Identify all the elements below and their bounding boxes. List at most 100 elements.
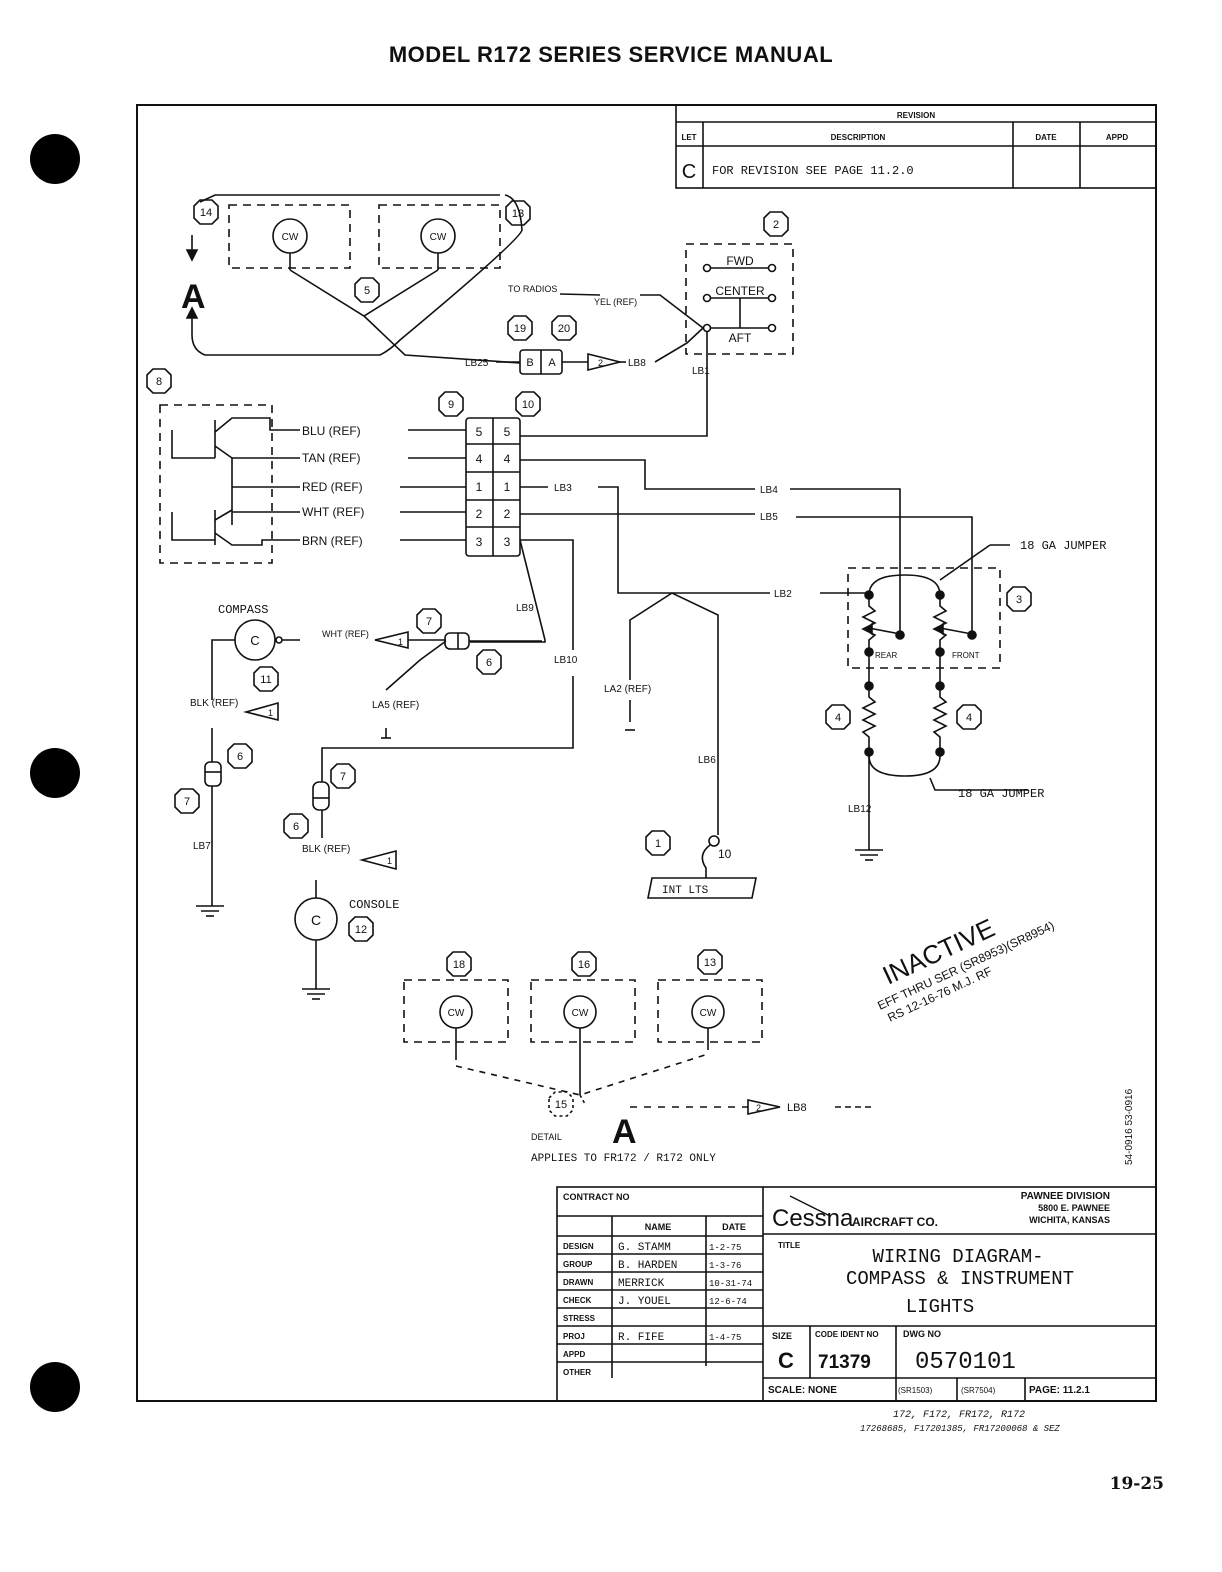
drawing-title-line2: COMPASS & INSTRUMENT — [846, 1268, 1074, 1290]
sign-date: 12-6-74 — [709, 1297, 747, 1307]
effectivity-footnote: 172, F172, FR172, R172 17268685, F172013… — [860, 1410, 1060, 1434]
wire-lb2: LB2 — [774, 589, 792, 600]
callout: 13 — [704, 957, 716, 969]
callout: 4 — [835, 712, 841, 724]
jumper-label-bottom: 18 GA JUMPER — [958, 787, 1044, 801]
sign-date: 1-2-75 — [709, 1243, 741, 1253]
lamp-label: CW — [430, 232, 447, 243]
terminal-block — [465, 417, 521, 557]
wire-labels: LB25 LB8 LB1 LB3 LB4 LB5 LB2 LB9 LB10 LA… — [193, 358, 872, 852]
front-label: FRONT — [952, 651, 980, 660]
revision-heading: REVISION — [897, 111, 935, 120]
callout: 3 — [1016, 594, 1022, 606]
plug-pin: B — [526, 357, 533, 369]
to-radios-label: TO RADIOS — [508, 284, 557, 294]
wire-lb8-detail: LB8 — [787, 1102, 807, 1114]
yel-ref-label: YEL (REF) — [594, 297, 637, 307]
note-flag: 1 — [268, 708, 273, 718]
dwg-no-label: DWG NO — [903, 1329, 941, 1339]
switch-aft: AFT — [729, 331, 752, 345]
note-flag: 2 — [598, 358, 603, 368]
revision-block: REVISION LET DESCRIPTION DATE APPD C FOR… — [675, 104, 1157, 189]
drawing-page: PAGE: 11.2.1 — [1029, 1385, 1090, 1396]
callout: 10 — [522, 399, 534, 411]
terminal-pin: 4 — [504, 452, 511, 466]
lamp-label: CW — [282, 232, 299, 243]
size-label: SIZE — [772, 1331, 792, 1341]
terminal-pin: 2 — [476, 507, 483, 521]
drawing-title-line3: LIGHTS — [906, 1296, 974, 1318]
footnote-line2: 17268685, F17201385, FR17200068 & SEZ — [860, 1424, 1060, 1434]
console-label: CONSOLE — [349, 898, 399, 912]
terminal-pin: 1 — [476, 480, 483, 494]
wht-ref-label: WHT (REF) — [322, 629, 369, 639]
wire-la5: LA5 (REF) — [372, 700, 419, 711]
note-flag: 2 — [756, 1103, 761, 1113]
blk-ref-label: BLK (REF) — [190, 698, 238, 709]
callout: 7 — [426, 616, 432, 628]
interior-lights — [647, 835, 757, 899]
callout: 9 — [448, 399, 454, 411]
terminal-pin: 3 — [504, 535, 511, 549]
signer-name: R. FIFE — [618, 1332, 665, 1344]
role-label: GROUP — [563, 1260, 593, 1269]
role-label: DESIGN — [563, 1242, 594, 1251]
terminal-pins: 5 4 1 2 3 5 4 1 2 3 — [476, 425, 511, 549]
console-blk-ref: BLK (REF) — [302, 844, 350, 855]
callout: 8 — [156, 376, 162, 388]
signer-name: J. YOUEL — [618, 1296, 671, 1308]
note-flag: 1 — [398, 637, 403, 647]
dimmer-wire: BRN (REF) — [302, 534, 363, 548]
division: PAWNEE DIVISION — [1021, 1191, 1110, 1202]
revision-col-appd: APPD — [1106, 133, 1128, 142]
callout: 1 — [655, 838, 661, 850]
company-logo: Cessna — [772, 1205, 854, 1232]
dwg-no-value: 0570101 — [915, 1349, 1016, 1376]
detail-a-marker: A — [181, 278, 206, 316]
revision-col-date: DATE — [1035, 133, 1057, 142]
switch-center: CENTER — [715, 284, 765, 298]
revision-col-let: LET — [681, 133, 696, 142]
terminal-pin: 5 — [504, 425, 511, 439]
lamp-label: CW — [572, 1008, 589, 1019]
revision-letter: C — [682, 161, 696, 183]
callout: 11 — [260, 674, 271, 686]
callout: 6 — [293, 821, 299, 833]
resistors — [861, 656, 1028, 850]
callout: 6 — [486, 657, 492, 669]
manual-title: MODEL R172 SERIES SERVICE MANUAL — [388, 42, 834, 67]
page-number: 19-25 — [1109, 1474, 1164, 1494]
detail-label: DETAIL — [531, 1132, 562, 1142]
serial-2: (SR7504) — [961, 1386, 996, 1395]
revision-col-desc: DESCRIPTION — [831, 133, 886, 142]
dimmer-module — [159, 404, 300, 564]
date-header: DATE — [722, 1222, 746, 1232]
detail-a-letter: A — [612, 1113, 637, 1151]
wire-lb10: LB10 — [554, 655, 578, 666]
contract-no-label: CONTRACT NO — [563, 1192, 630, 1202]
footnote-line1: 172, F172, FR172, R172 — [893, 1410, 1025, 1421]
terminal-pin: 3 — [476, 535, 483, 549]
compass-label: COMPASS — [218, 603, 268, 617]
callout-numbers: 14 13 5 2 19 20 8 9 10 3 7 6 11 4 4 6 7 … — [156, 207, 1022, 1111]
console-lamp-letter: C — [311, 912, 321, 928]
callout: 19 — [514, 323, 526, 335]
callout: 15 — [555, 1099, 567, 1111]
wire-lb25: LB25 — [465, 358, 489, 369]
int-lts-ten: 10 — [718, 847, 732, 861]
wire-lb12: LB12 — [848, 804, 872, 815]
dimmer-wire-labels: BLU (REF) TAN (REF) RED (REF) WHT (REF) … — [302, 424, 364, 548]
selector-switch: FWD CENTER AFT TO RADIOS YEL (REF) — [508, 243, 794, 437]
callout: 14 — [200, 207, 212, 219]
size-value: C — [778, 1348, 794, 1373]
terminal-pin: 4 — [476, 452, 483, 466]
signer-name: B. HARDEN — [618, 1260, 677, 1272]
wire-lb4: LB4 — [760, 485, 778, 496]
plug-connector: B A 2 — [519, 349, 626, 375]
wire-lb8: LB8 — [628, 358, 646, 369]
wiring-runs — [321, 459, 973, 835]
address-line2: WICHITA, KANSAS — [1029, 1215, 1110, 1225]
jumper-label-top: 18 GA JUMPER — [1020, 539, 1106, 553]
dimmer-wire: TAN (REF) — [302, 451, 360, 465]
